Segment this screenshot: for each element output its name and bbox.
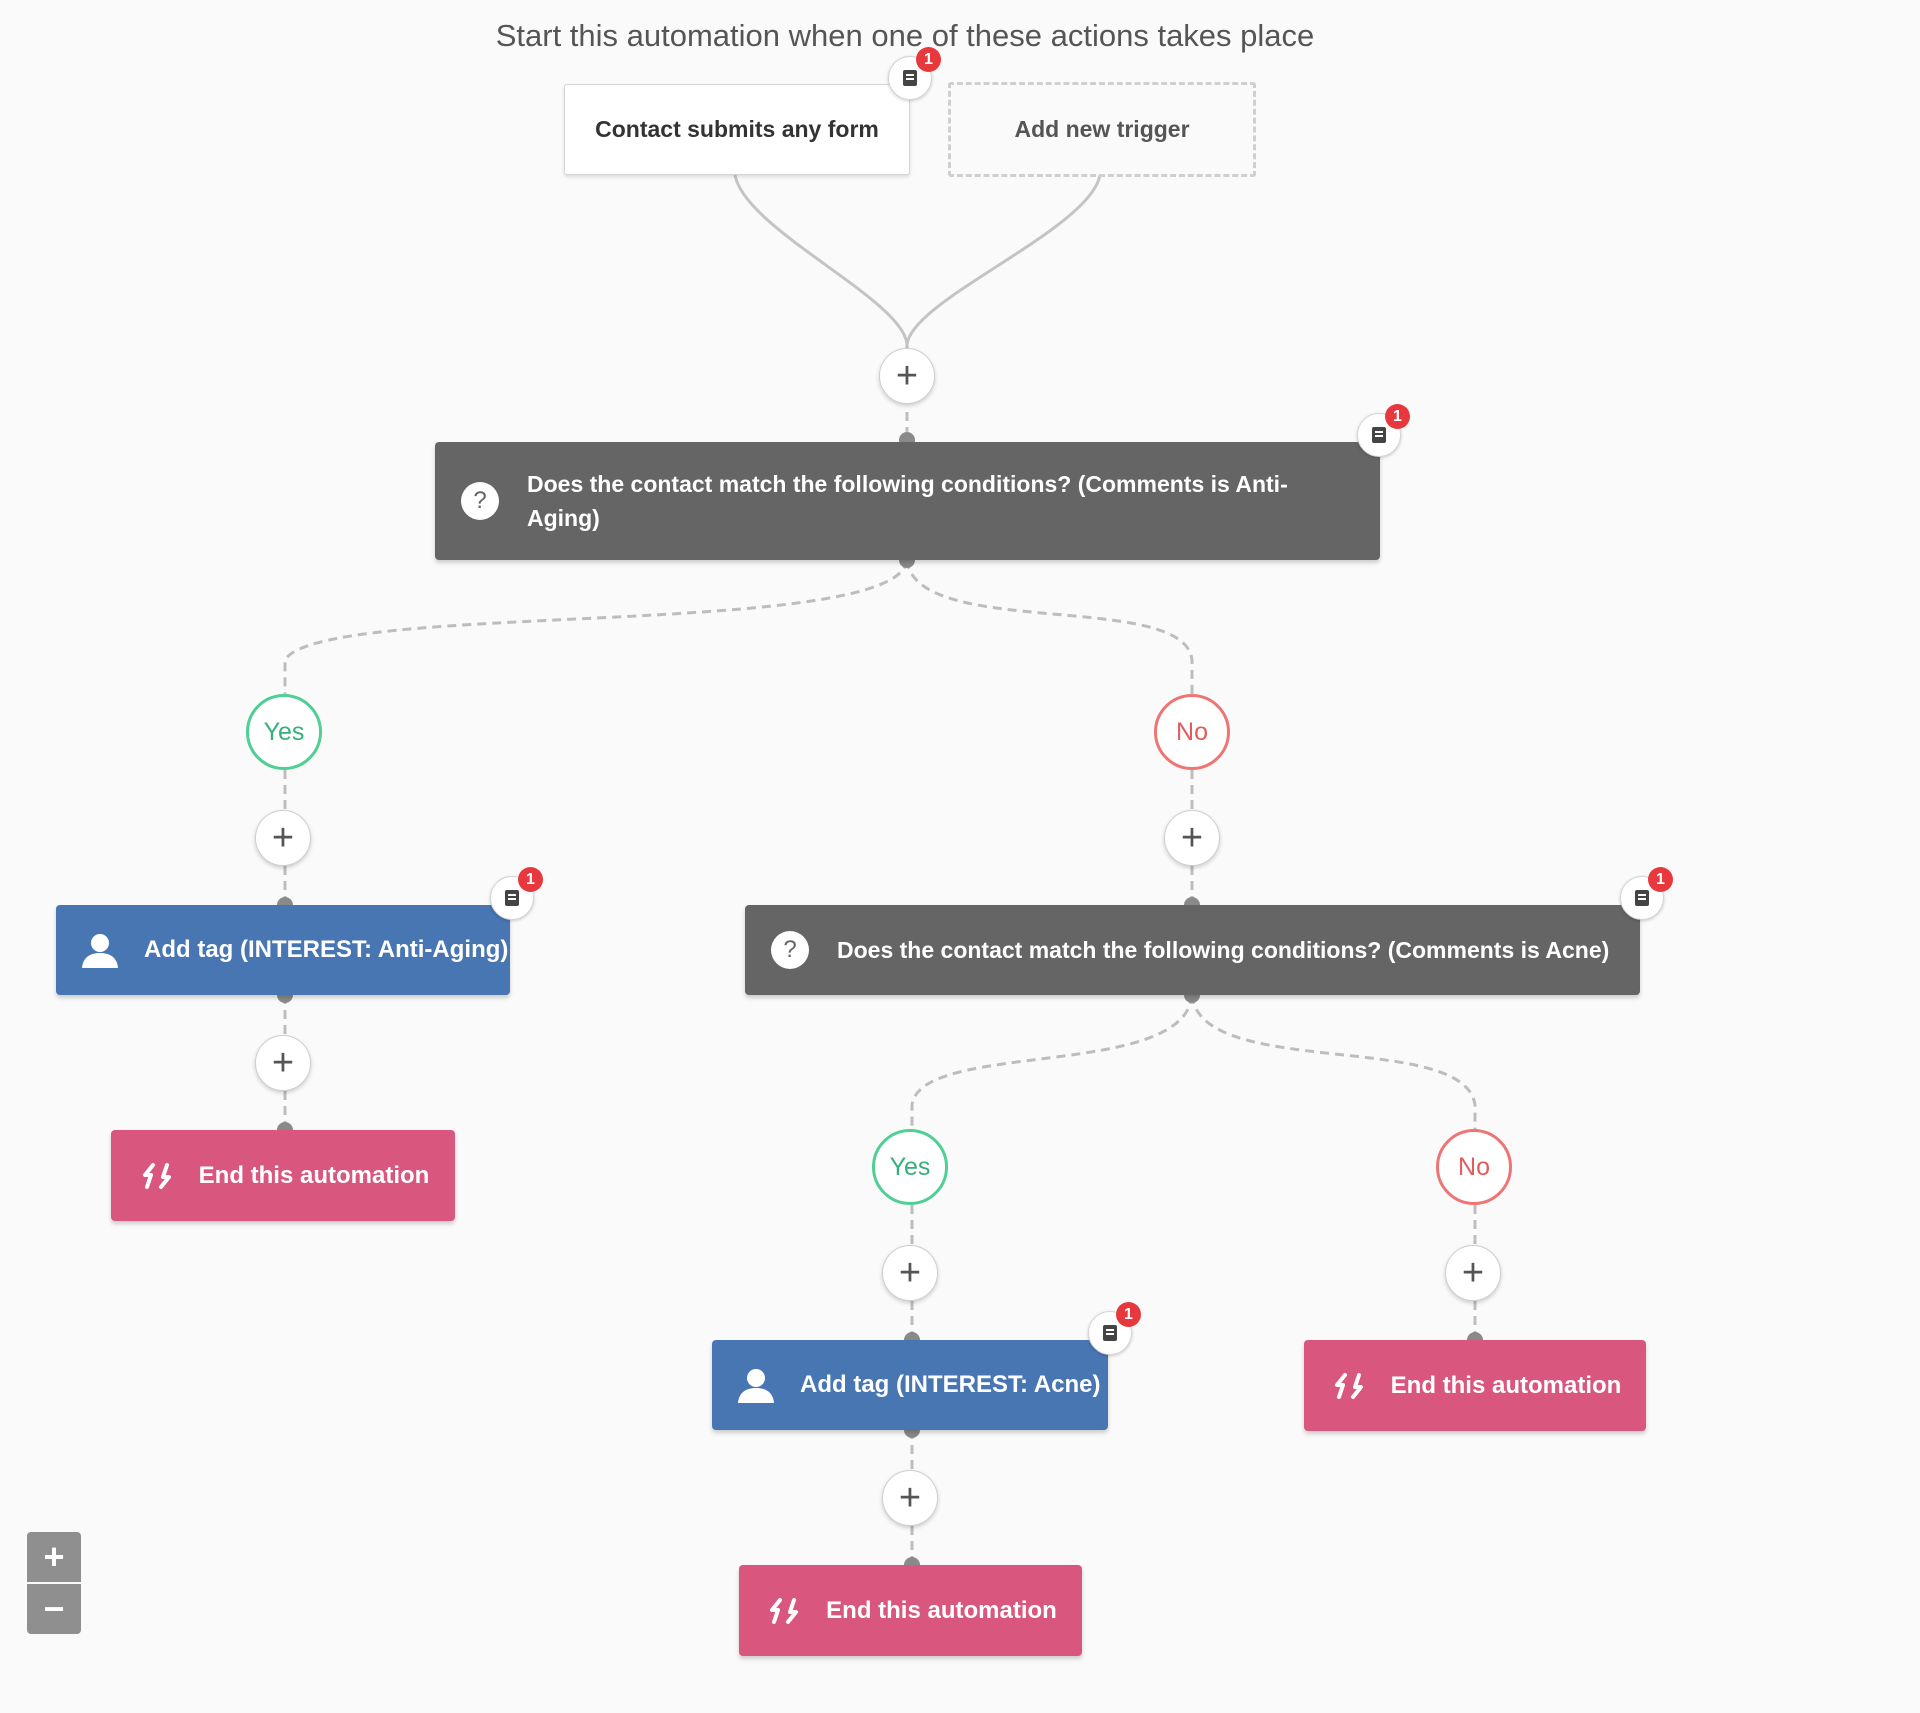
notes-icon [1103, 1325, 1117, 1341]
end-automation-no-acne[interactable]: End this automation [1304, 1340, 1646, 1431]
add-step-button[interactable]: + [255, 810, 311, 866]
cycle-icon [137, 1159, 177, 1193]
trigger-contact-submits-form[interactable]: Contact submits any form [564, 84, 910, 175]
branch-yes-anti-aging: Yes [246, 694, 322, 770]
condition-line-2: Aging) [527, 505, 600, 531]
condition-anti-aging-notes-badge[interactable]: 1 [1357, 404, 1410, 457]
add-new-trigger-button[interactable]: Add new trigger [948, 82, 1256, 177]
zoom-in-button[interactable]: + [27, 1532, 81, 1582]
add-step-button[interactable]: + [1445, 1245, 1501, 1301]
notes-count: 1 [916, 47, 941, 72]
end-label: End this automation [826, 1596, 1057, 1624]
add-step-button[interactable]: + [1164, 810, 1220, 866]
person-icon [80, 930, 120, 970]
action-label: Add tag (INTEREST: Anti-Aging) [144, 936, 509, 963]
action-acne-notes-badge[interactable]: 1 [1088, 1302, 1141, 1355]
trigger-notes-badge[interactable]: 1 [888, 47, 941, 100]
end-automation-anti-aging[interactable]: End this automation [111, 1130, 455, 1221]
automation-heading: Start this automation when one of these … [495, 18, 1315, 53]
zoom-controls: + − [27, 1532, 81, 1634]
branch-no-acne: No [1436, 1129, 1512, 1205]
cycle-icon [1329, 1369, 1369, 1403]
question-icon: ? [771, 931, 809, 969]
notes-icon [1372, 427, 1386, 443]
notes-icon [1635, 890, 1649, 906]
notes-count: 1 [1385, 404, 1410, 429]
trigger-label: Contact submits any form [595, 116, 879, 142]
add-trigger-label: Add new trigger [1014, 116, 1190, 142]
notes-icon [903, 70, 917, 86]
end-label: End this automation [1390, 1371, 1622, 1399]
condition-acne-notes-badge[interactable]: 1 [1620, 867, 1673, 920]
condition-line-1: Does the contact match the following con… [527, 471, 1288, 497]
action-add-tag-anti-aging[interactable]: Add tag (INTEREST: Anti-Aging) [56, 905, 510, 995]
notes-count: 1 [1116, 1302, 1141, 1327]
condition-anti-aging-label: Does the contact match the following con… [527, 467, 1288, 535]
condition-acne[interactable]: ? Does the contact match the following c… [745, 905, 1640, 995]
notes-icon [505, 890, 519, 906]
add-step-button[interactable]: + [882, 1245, 938, 1301]
question-icon: ? [461, 482, 499, 520]
add-step-button[interactable]: + [879, 348, 935, 404]
action-label: Add tag (INTEREST: Acne) [800, 1371, 1101, 1398]
condition-acne-label: Does the contact match the following con… [837, 937, 1610, 963]
branch-no-anti-aging: No [1154, 694, 1230, 770]
condition-anti-aging[interactable]: ? Does the contact match the following c… [435, 442, 1380, 560]
add-step-button[interactable]: + [255, 1035, 311, 1091]
zoom-out-button[interactable]: − [27, 1582, 81, 1634]
notes-count: 1 [1648, 867, 1673, 892]
action-anti-aging-notes-badge[interactable]: 1 [490, 867, 543, 920]
add-step-button[interactable]: + [882, 1470, 938, 1526]
end-automation-acne[interactable]: End this automation [739, 1565, 1082, 1656]
end-label: End this automation [198, 1161, 430, 1189]
branch-yes-acne: Yes [872, 1129, 948, 1205]
action-add-tag-acne[interactable]: Add tag (INTEREST: Acne) [712, 1340, 1108, 1430]
person-icon [736, 1365, 776, 1405]
cycle-icon [764, 1594, 804, 1628]
notes-count: 1 [518, 867, 543, 892]
